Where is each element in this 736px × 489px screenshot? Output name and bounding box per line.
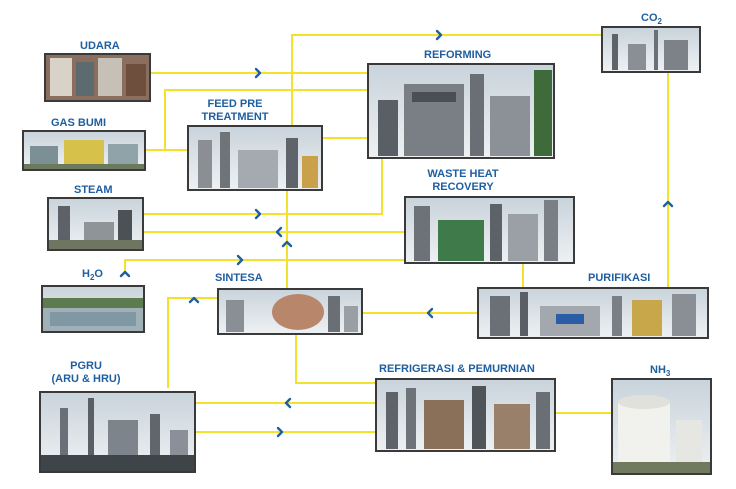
refrigerasi-photo	[375, 378, 556, 452]
pgru-label-line1: PGRU	[70, 360, 102, 372]
line-feed-co2	[291, 34, 602, 126]
chevron-up-icon	[188, 296, 200, 304]
co2-photo	[601, 26, 701, 73]
co2-label-sub: 2	[657, 17, 662, 27]
waste-label-line1: WASTE HEAT	[427, 168, 499, 180]
sintesa-label: SINTESA	[215, 272, 263, 284]
chevron-up-icon	[119, 270, 131, 278]
line-gasbumi-reforming	[145, 89, 368, 151]
pgru-label: PGRU (ARU & HRU)	[46, 360, 126, 386]
nh3-label: NH3	[650, 364, 670, 380]
gas-bumi-photo	[22, 130, 146, 171]
steam-photo	[47, 197, 144, 251]
udara-photo	[44, 53, 151, 102]
waste-heat-recovery-photo	[404, 196, 575, 264]
chevron-right-icon	[276, 426, 284, 438]
h2o-label-end: O	[94, 268, 103, 280]
waste-heat-recovery-label: WASTE HEAT RECOVERY	[420, 168, 506, 194]
chevron-up-icon	[281, 240, 293, 248]
flow-lines	[124, 34, 669, 433]
purifikasi-label: PURIFIKASI	[588, 272, 651, 284]
chevron-left-icon	[426, 307, 434, 319]
chevron-up-icon	[662, 200, 674, 208]
h2o-label: H2O	[82, 268, 103, 284]
sintesa-photo	[217, 288, 363, 335]
feed-pre-treatment-label: FEED PRE TREATMENT	[198, 98, 272, 124]
pgru-photo	[39, 391, 196, 473]
gas-bumi-label: GAS BUMI	[51, 117, 106, 129]
waste-label-line2: RECOVERY	[432, 181, 494, 193]
chevron-right-icon	[435, 29, 443, 41]
pgru-label-line2: (ARU & HRU)	[51, 373, 121, 385]
steam-label: STEAM	[74, 184, 113, 196]
purifikasi-photo	[477, 287, 709, 339]
h2o-photo	[41, 285, 145, 333]
chevron-right-icon	[236, 254, 244, 266]
reforming-label: REFORMING	[424, 49, 492, 61]
nh3-label-sub: 3	[665, 369, 671, 379]
line-steam-reforming	[143, 158, 383, 215]
feed-label-line1: FEED PRE	[207, 98, 263, 110]
line-pgru-sintesa	[167, 297, 218, 388]
h2o-label-main: H	[82, 268, 90, 280]
co2-label-main: CO	[641, 12, 658, 24]
feed-pre-treatment-photo	[187, 125, 323, 191]
refrigerasi-label: REFRIGERASI & PEMURNIAN	[379, 363, 535, 375]
nh3-label-main: NH	[650, 364, 666, 376]
udara-label: UDARA	[80, 40, 120, 52]
reforming-photo	[367, 63, 555, 159]
chevron-left-icon	[275, 226, 283, 238]
chevron-right-icon	[254, 67, 262, 79]
h2o-label-sub: 2	[89, 273, 95, 283]
chevron-left-icon	[284, 397, 292, 409]
arrow-markers	[119, 29, 674, 438]
co2-label: CO2	[641, 12, 662, 28]
line-sintesa-refrig	[295, 334, 376, 384]
line-h2o-waste	[124, 259, 405, 272]
chevron-right-icon	[254, 208, 262, 220]
feed-label-line2: TREATMENT	[201, 111, 269, 123]
nh3-photo	[611, 378, 712, 475]
